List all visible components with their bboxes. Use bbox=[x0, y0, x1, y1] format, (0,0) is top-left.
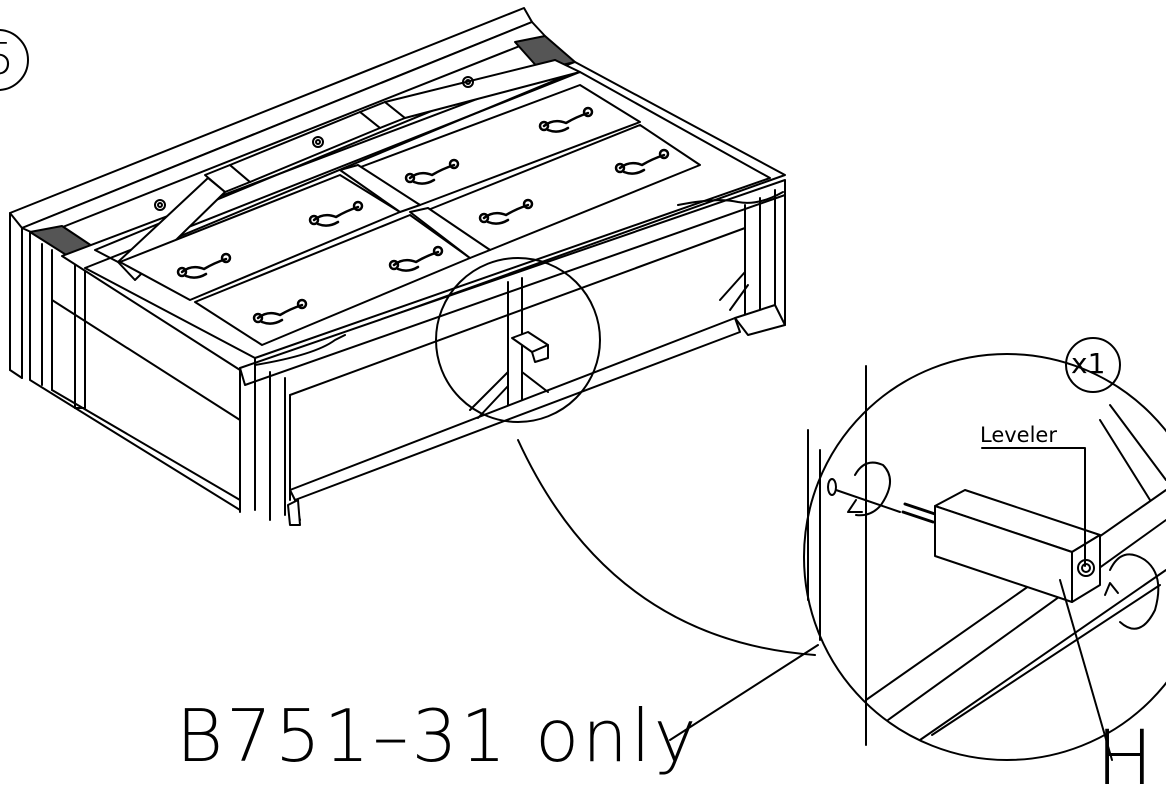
step-number-circle bbox=[0, 29, 29, 91]
leveler-label: Leveler bbox=[980, 423, 1057, 447]
quantity-label: x1 bbox=[1071, 347, 1106, 380]
leveler-detail bbox=[669, 365, 1166, 761]
detail-source-circle bbox=[435, 257, 601, 423]
step-number: 5 bbox=[0, 38, 14, 82]
drawer-handles bbox=[176, 106, 670, 325]
dresser-drawing bbox=[9, 7, 786, 526]
quantity-circle bbox=[1065, 337, 1121, 393]
part-letter: H bbox=[1096, 713, 1154, 802]
model-note: B751–31 only bbox=[176, 694, 700, 778]
callout-connector bbox=[517, 439, 816, 656]
